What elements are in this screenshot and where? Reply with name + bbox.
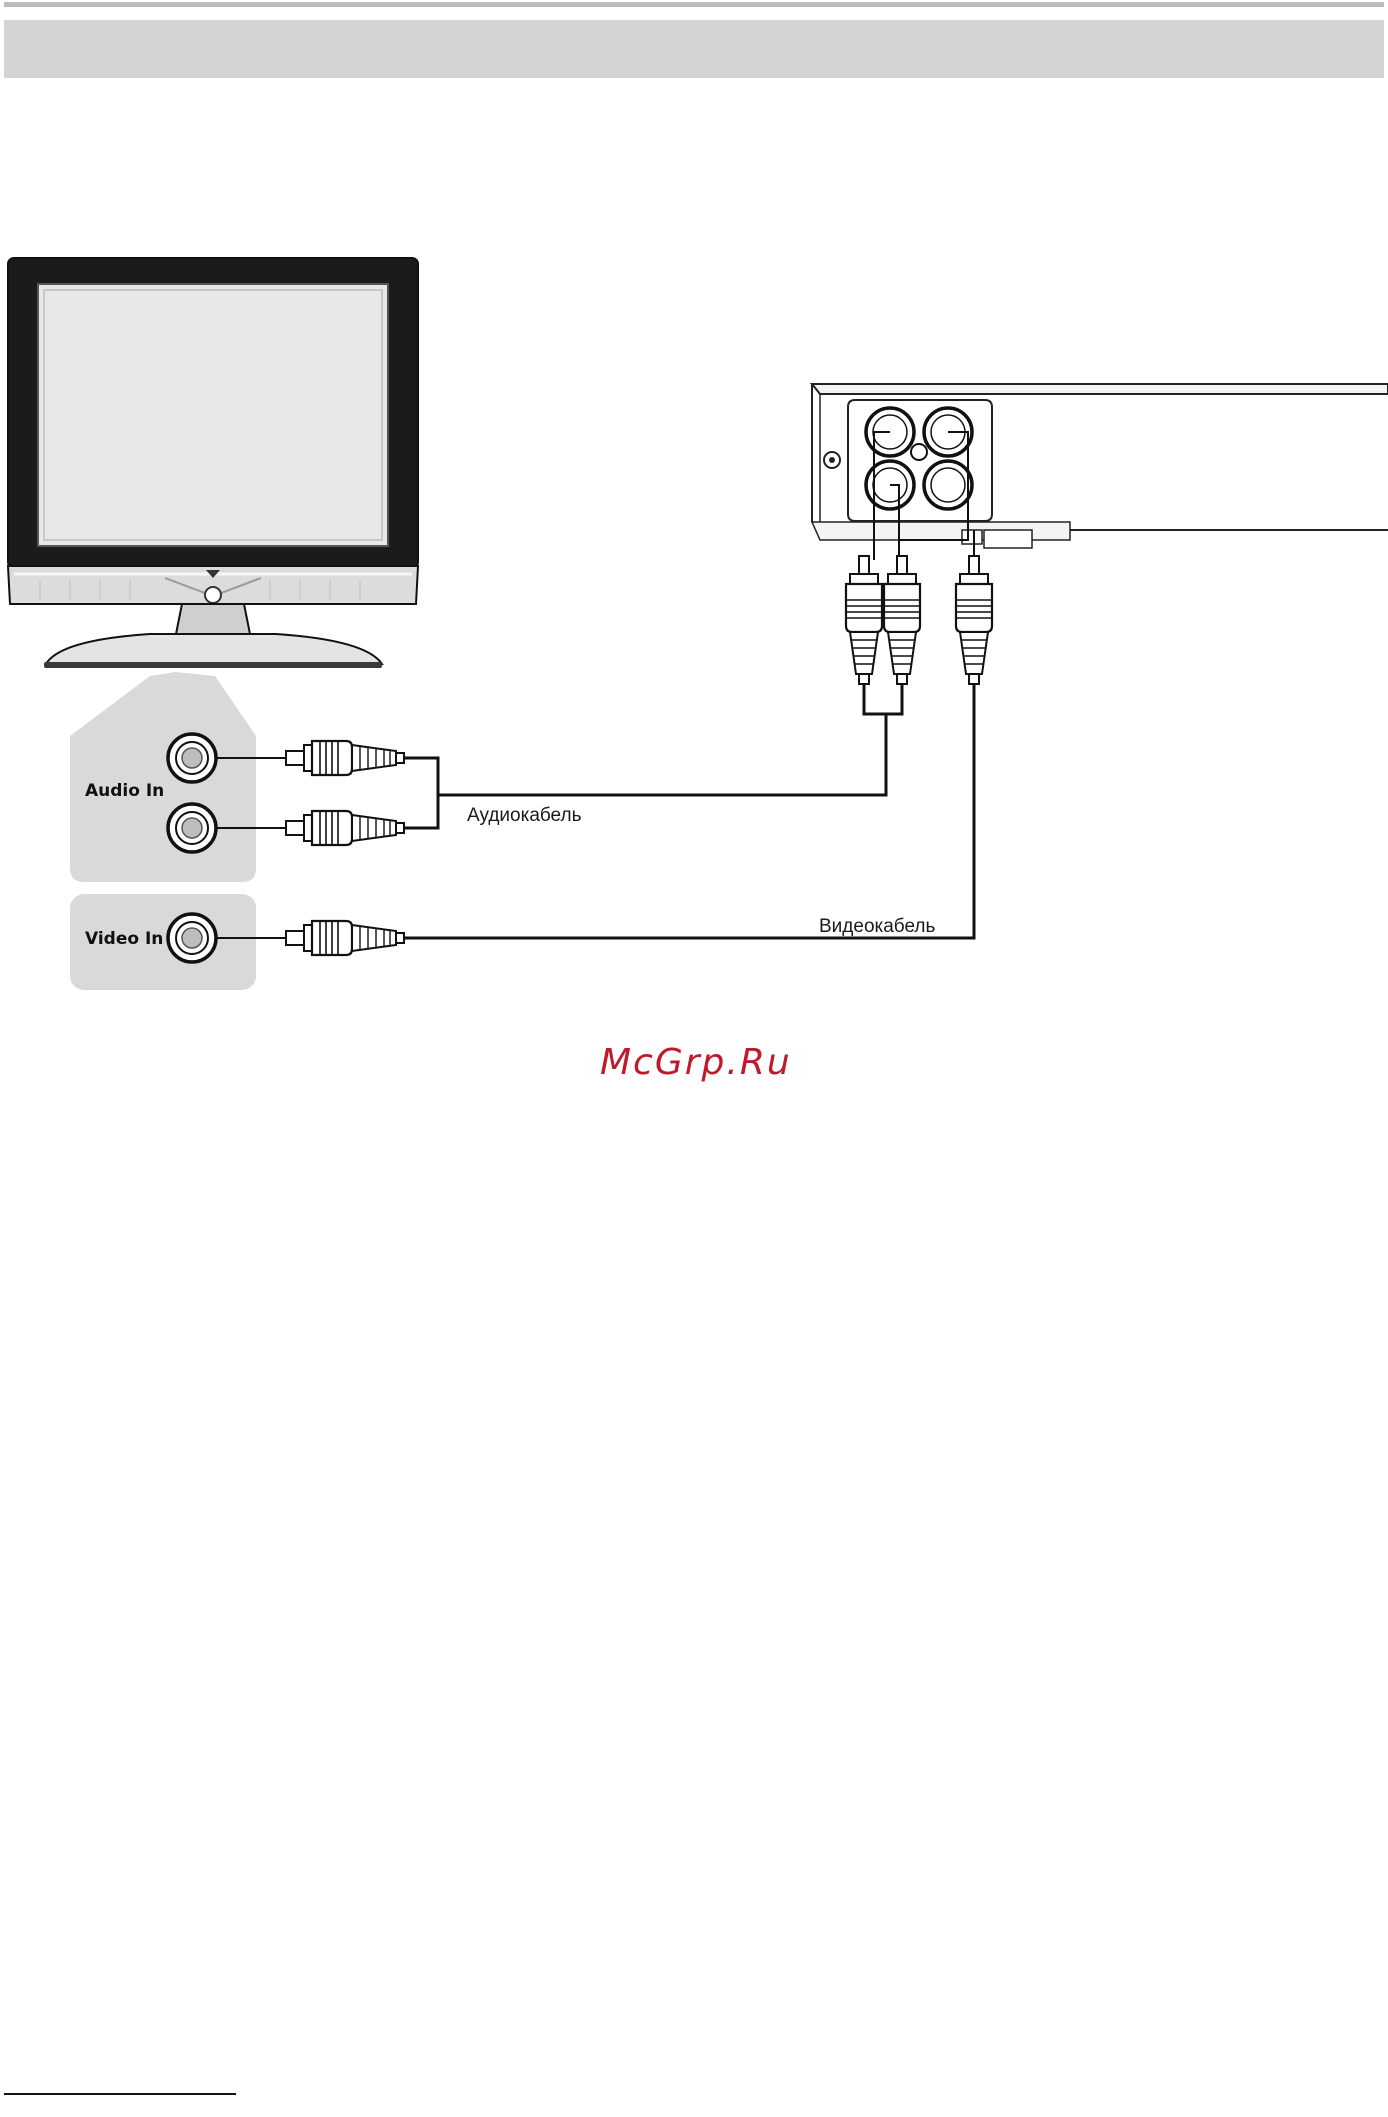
video-plug-player (956, 556, 992, 684)
video-in-jack (168, 914, 216, 962)
audio-plug-left (286, 741, 404, 775)
audio-cable-label: Аудиокабель (467, 805, 582, 826)
header-band (4, 2, 1384, 78)
audio-plug-player-right (884, 556, 920, 684)
lcd-tv-icon (8, 258, 418, 668)
audio-in-label: Audio In (85, 781, 164, 801)
audio-in-jack-1 (168, 734, 216, 782)
video-cable-label: Видеокабель (819, 916, 935, 937)
audio-plug-player-left (846, 556, 882, 684)
audio-plug-right (286, 811, 404, 845)
video-plug-tv (286, 921, 404, 955)
video-in-label: Video In (85, 929, 163, 949)
watermark-text: McGrp.Ru (600, 1042, 792, 1083)
audio-in-jack-2 (168, 804, 216, 852)
